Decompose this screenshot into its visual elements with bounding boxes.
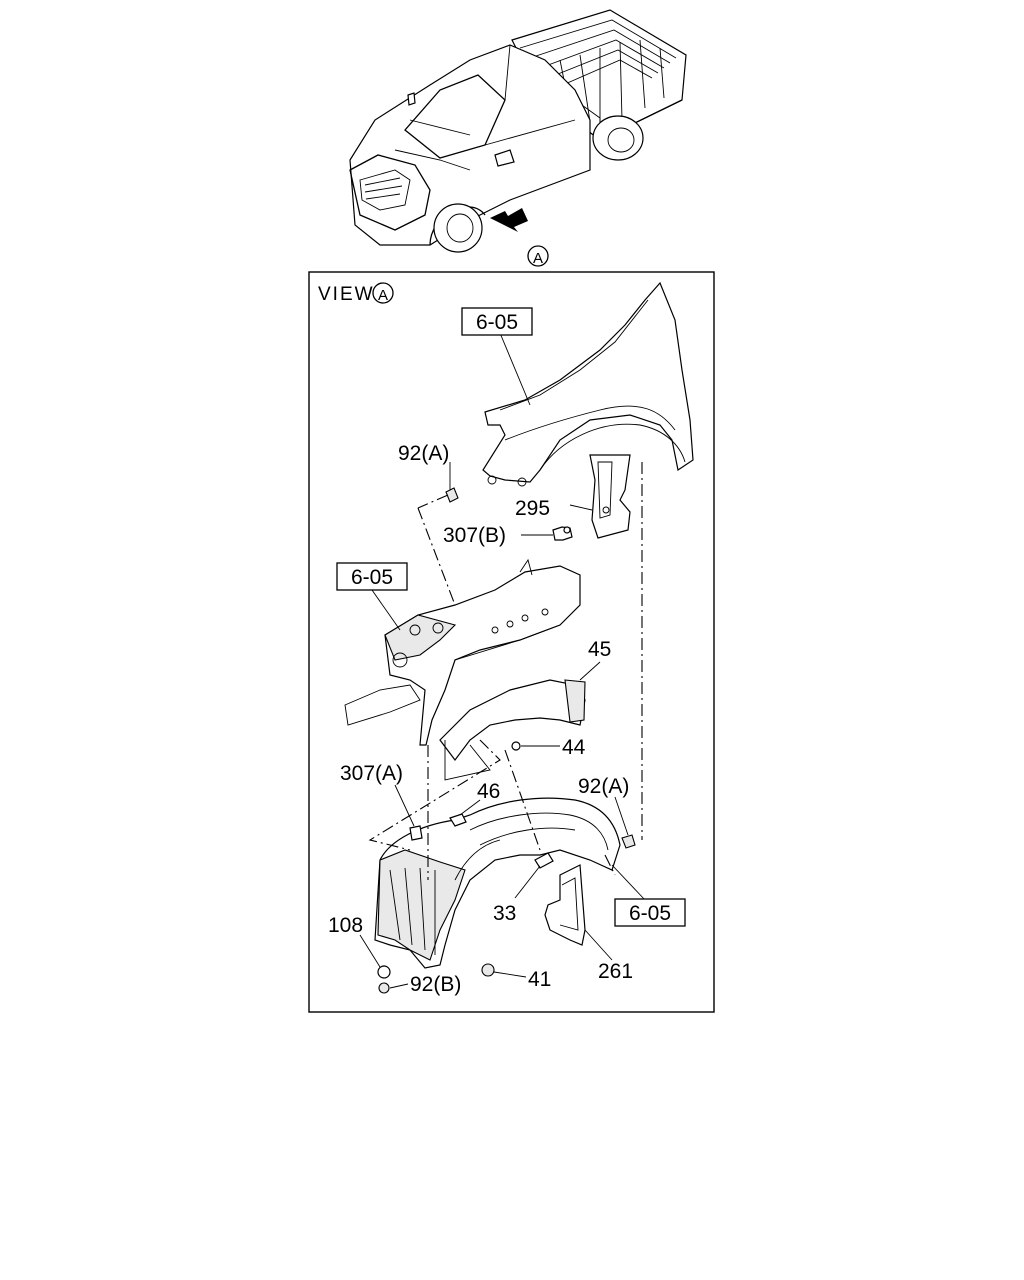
detail-frame — [308, 271, 715, 1013]
washer-108 — [377, 965, 391, 979]
view-marker-circle — [527, 245, 549, 267]
inner-splash-panel — [439, 679, 586, 781]
callout-46: 46 — [477, 780, 500, 803]
clip-41 — [481, 963, 495, 977]
ref-box-frame: 6-05 — [336, 562, 408, 591]
callout-295: 295 — [515, 497, 550, 520]
callout-92a-top: 92(A) — [398, 442, 449, 465]
ref-frame-label: 6-05 — [351, 566, 393, 589]
assembly-lines — [368, 462, 643, 880]
callout-307b: 307(B) — [443, 524, 506, 547]
truck-front-wheel — [429, 203, 486, 253]
clip-44 — [511, 741, 521, 751]
view-direction-arrow — [490, 208, 528, 232]
ref-box-liner: 6-05 — [614, 898, 686, 927]
truck-rear-wheel — [592, 115, 644, 161]
callout-45: 45 — [588, 638, 611, 661]
clip-46 — [449, 813, 467, 827]
callout-108: 108 — [328, 914, 363, 937]
callout-labels: 92(A) 295 307(B) 45 44 307(A) 46 92(A) 3… — [328, 442, 633, 996]
truck-cab — [349, 44, 591, 246]
clip-92a-top — [445, 487, 459, 503]
ref-box-fender: 6-05 — [461, 307, 533, 336]
bolt-33 — [534, 852, 554, 869]
callout-41: 41 — [528, 968, 551, 991]
wheelhouse-liner — [374, 797, 621, 969]
screw-307a — [409, 825, 423, 841]
ref-fender-label: 6-05 — [476, 311, 518, 334]
view-title-text: VIEW — [318, 284, 375, 305]
front-fender — [482, 281, 694, 487]
callout-307a: 307(A) — [340, 762, 403, 785]
callout-33: 33 — [493, 902, 516, 925]
view-title-circle — [372, 282, 394, 304]
ref-liner-label: 6-05 — [629, 902, 671, 925]
mud-flap — [544, 864, 586, 946]
callout-261: 261 — [598, 960, 633, 983]
nut-92b — [378, 982, 390, 994]
callout-92a-right: 92(A) — [578, 775, 629, 798]
view-title-marker: A — [378, 287, 388, 304]
view-marker-label: A — [533, 250, 543, 267]
callout-92b: 92(B) — [410, 973, 461, 996]
truck-illustration: A — [349, 9, 687, 267]
view-title: VIEW A — [318, 282, 394, 305]
front-frame-apron — [344, 558, 581, 746]
clip-92a-right — [621, 834, 636, 849]
callout-44: 44 — [562, 736, 586, 759]
fasteners — [377, 487, 636, 994]
leader-lines — [359, 332, 646, 989]
fender-bracket — [589, 454, 631, 539]
